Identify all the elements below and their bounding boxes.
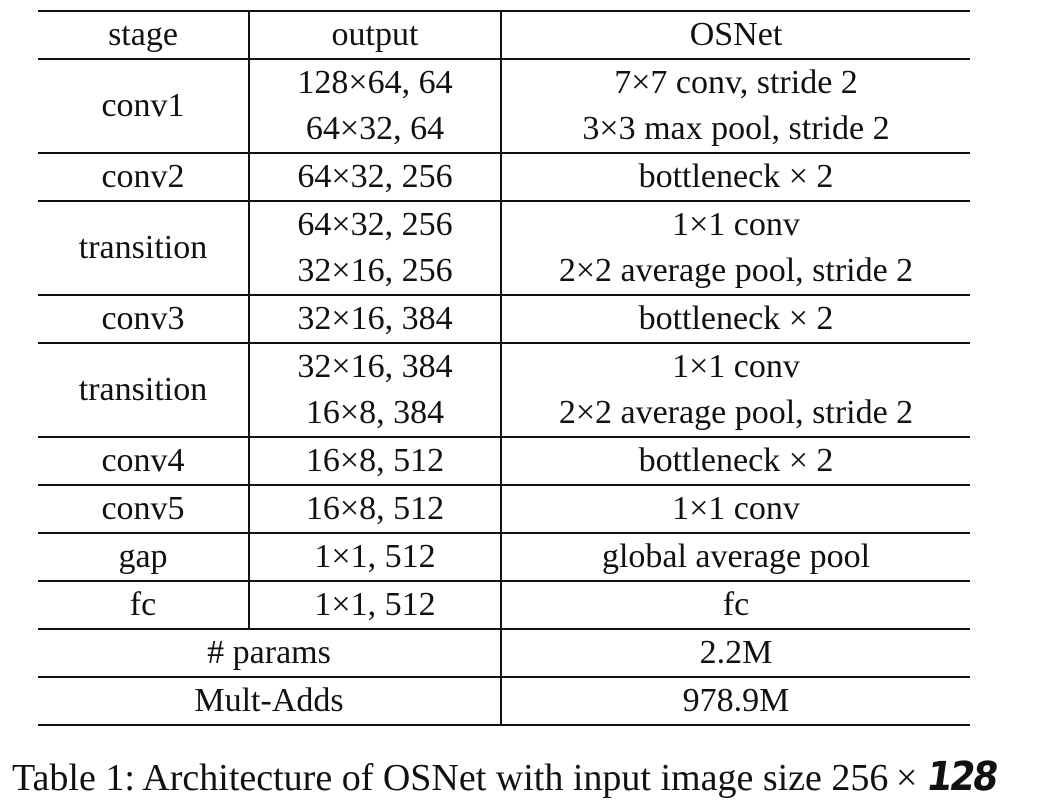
table-row: gap 1×1, 512 global average pool	[38, 532, 970, 581]
osnet-cell: bottleneck × 2	[501, 436, 970, 485]
header-stage: stage	[38, 10, 250, 59]
table-row: conv4 16×8, 512 bottleneck × 2	[38, 436, 970, 485]
table-caption: Table 1: Architecture of OSNet with inpu…	[12, 752, 1002, 803]
stage-cell: transition	[38, 200, 250, 295]
table-row: conv1 128×64, 64 7×7 conv, stride 2	[38, 58, 970, 153]
table-row: conv5 16×8, 512 1×1 conv	[38, 484, 970, 533]
output-cell: 16×8, 512	[249, 484, 502, 533]
osnet-cell: 1×1 conv	[501, 200, 970, 248]
output-cell: 32×16, 256	[249, 248, 502, 295]
stage-cell: conv5	[38, 484, 250, 533]
stage-cell: gap	[38, 532, 250, 581]
table-row: 32×16, 256 2×2 average pool, stride 2	[38, 248, 970, 295]
osnet-cell: bottleneck × 2	[501, 152, 970, 201]
summary-label: # params	[38, 628, 502, 677]
output-cell: 32×16, 384	[249, 342, 502, 390]
output-cell: 1×1, 512	[249, 532, 502, 581]
summary-value: 2.2M	[501, 628, 970, 677]
osnet-cell: 2×2 average pool, stride 2	[558, 252, 914, 289]
output-cell: 16×8, 512	[249, 436, 502, 485]
stage-cell: conv3	[38, 294, 250, 343]
osnet-cell: 2×2 average pool, stride 2	[558, 394, 914, 431]
architecture-table-container: stage output OSNet conv1 128×64, 64 7×7 …	[38, 10, 970, 726]
table-row: 64×32, 64 3×3 max pool, stride 2	[38, 106, 970, 153]
output-cell: 1×1, 512	[249, 580, 502, 629]
summary-row-params: # params 2.2M	[38, 628, 970, 677]
stage-cell: conv2	[38, 152, 250, 201]
header-row: stage output OSNet	[38, 10, 970, 59]
table-row: transition 64×32, 256 1×1 conv	[38, 200, 970, 295]
stage-cell: conv4	[38, 436, 250, 485]
table-row: conv3 32×16, 384 bottleneck × 2	[38, 294, 970, 343]
output-cell: 64×32, 64	[249, 106, 502, 153]
table-row: conv2 64×32, 256 bottleneck × 2	[38, 152, 970, 201]
summary-label: Mult-Adds	[38, 676, 502, 726]
table-row: transition 32×16, 384 1×1 conv	[38, 342, 970, 437]
handwritten-annotation: 128	[923, 754, 999, 800]
table-row: 16×8, 384 2×2 average pool, stride 2	[38, 390, 970, 437]
architecture-table: stage output OSNet conv1 128×64, 64 7×7 …	[38, 10, 970, 726]
osnet-cell: 1×1 conv	[501, 342, 970, 390]
stage-cell: conv1	[38, 58, 250, 153]
osnet-cell: global average pool	[501, 532, 970, 581]
osnet-cell: 7×7 conv, stride 2	[501, 58, 970, 106]
osnet-cell: fc	[501, 580, 970, 629]
output-cell: 16×8, 384	[249, 390, 502, 437]
header-output: output	[249, 10, 502, 59]
table-row: fc 1×1, 512 fc	[38, 580, 970, 629]
output-cell: 128×64, 64	[249, 58, 502, 106]
stage-cell: fc	[38, 580, 250, 629]
stage-cell: transition	[38, 342, 250, 437]
caption-text: Table 1: Architecture of OSNet with inpu…	[12, 757, 926, 799]
summary-row-mult-adds: Mult-Adds 978.9M	[38, 676, 970, 726]
output-cell: 64×32, 256	[249, 152, 502, 201]
output-cell: 32×16, 384	[249, 294, 502, 343]
summary-value: 978.9M	[501, 676, 970, 726]
osnet-cell: 3×3 max pool, stride 2	[582, 110, 890, 147]
header-osnet: OSNet	[501, 10, 970, 59]
osnet-cell: bottleneck × 2	[501, 294, 970, 343]
output-cell: 64×32, 256	[249, 200, 502, 248]
osnet-cell: 1×1 conv	[501, 484, 970, 533]
